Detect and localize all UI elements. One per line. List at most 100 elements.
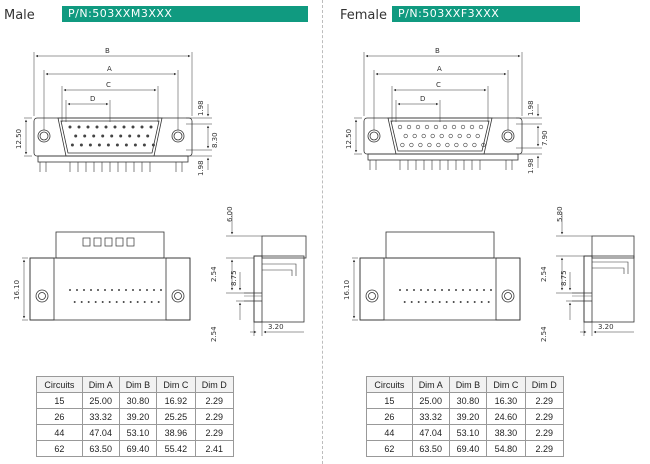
pin — [448, 133, 453, 139]
pin — [88, 143, 92, 147]
pin — [466, 301, 469, 303]
female-front-dimensions — [354, 52, 542, 168]
pin — [97, 143, 101, 147]
pin — [122, 301, 125, 303]
female-dim-d-label: D — [420, 95, 425, 103]
male-dim-c-label: C — [106, 81, 111, 89]
pin — [108, 301, 111, 303]
male-side-2-54-upper: 2.54 — [210, 266, 218, 282]
cell: 25.25 — [156, 408, 196, 425]
pin — [101, 134, 105, 138]
cell: 25.00 — [411, 392, 450, 409]
pin — [157, 301, 160, 303]
pin — [472, 142, 477, 148]
pin — [74, 134, 78, 138]
cell: 44 — [36, 424, 83, 441]
pin — [149, 125, 153, 129]
pin — [476, 289, 478, 291]
pin — [79, 143, 83, 147]
col-header: Dim B — [448, 376, 488, 393]
cell: 30.80 — [448, 392, 488, 409]
cell: 16.30 — [486, 392, 526, 409]
pin — [104, 125, 108, 129]
col-header: Dim B — [118, 376, 158, 393]
cell: 47.04 — [411, 424, 450, 441]
cell: 2.29 — [194, 424, 235, 441]
female-side-2-54-upper: 2.54 — [540, 266, 548, 282]
cell: 30.80 — [118, 392, 158, 409]
pin — [455, 289, 457, 291]
cell: 26 — [366, 408, 413, 425]
cell: 24.60 — [486, 408, 526, 425]
pin — [106, 143, 110, 147]
pin — [454, 142, 459, 148]
pin — [431, 301, 434, 303]
pin — [420, 289, 422, 291]
pin — [403, 301, 406, 303]
cell: 33.32 — [411, 408, 450, 425]
pin — [469, 124, 475, 130]
male-side-3-20: 3.20 — [268, 323, 284, 331]
pin — [142, 143, 146, 147]
pin — [436, 142, 441, 148]
pin — [115, 143, 119, 147]
pin — [409, 142, 414, 148]
pin — [434, 289, 436, 291]
pin — [143, 301, 146, 303]
pin — [421, 133, 426, 139]
pin — [125, 289, 127, 291]
pin — [128, 134, 132, 138]
cell: 2.29 — [194, 392, 235, 409]
cell: 53.10 — [118, 424, 158, 441]
cell: 25.00 — [81, 392, 120, 409]
cell: 38.96 — [156, 424, 196, 441]
cell: 63.50 — [81, 440, 120, 457]
cell: 63.50 — [411, 440, 450, 457]
cell: 33.32 — [81, 408, 120, 425]
pin — [483, 289, 485, 291]
pin — [452, 301, 455, 303]
pin — [118, 289, 120, 291]
pin — [487, 301, 490, 303]
pin — [73, 301, 76, 303]
pin — [77, 125, 81, 129]
pin — [417, 301, 420, 303]
cell: 69.40 — [448, 440, 488, 457]
pin — [95, 125, 99, 129]
pin — [441, 289, 443, 291]
pin — [87, 301, 90, 303]
pin — [139, 289, 141, 291]
pin — [433, 124, 439, 130]
pin — [137, 134, 141, 138]
pin — [460, 124, 466, 130]
pin — [445, 301, 448, 303]
pin — [131, 125, 135, 129]
pin — [413, 289, 415, 291]
female-dim-bottom-1-98: 1.98 — [527, 158, 535, 174]
col-header: Dim A — [411, 376, 450, 393]
pin — [442, 124, 448, 130]
female-height-12-50: 12.50 — [345, 129, 353, 149]
female-dim-b-label: B — [435, 47, 440, 55]
cell: 69.40 — [118, 440, 158, 457]
col-header: Dim A — [81, 376, 120, 393]
col-header: Circuits — [366, 376, 413, 393]
col-header: Dim C — [486, 376, 526, 393]
pin — [397, 124, 403, 130]
pin — [150, 301, 153, 303]
table-header-row: Circuits Dim A Dim B Dim C Dim D — [366, 376, 565, 393]
male-title: Male — [4, 8, 35, 23]
female-height-16-10: 16.10 — [343, 280, 351, 300]
female-dim-top-1-98: 1.98 — [527, 100, 535, 116]
pin — [478, 124, 484, 130]
col-header: Dim D — [194, 376, 235, 393]
pin — [445, 142, 450, 148]
pin — [119, 134, 123, 138]
section-divider — [322, 0, 323, 464]
female-side-3-20: 3.20 — [598, 323, 614, 331]
pin — [473, 301, 476, 303]
cell: 16.92 — [156, 392, 196, 409]
